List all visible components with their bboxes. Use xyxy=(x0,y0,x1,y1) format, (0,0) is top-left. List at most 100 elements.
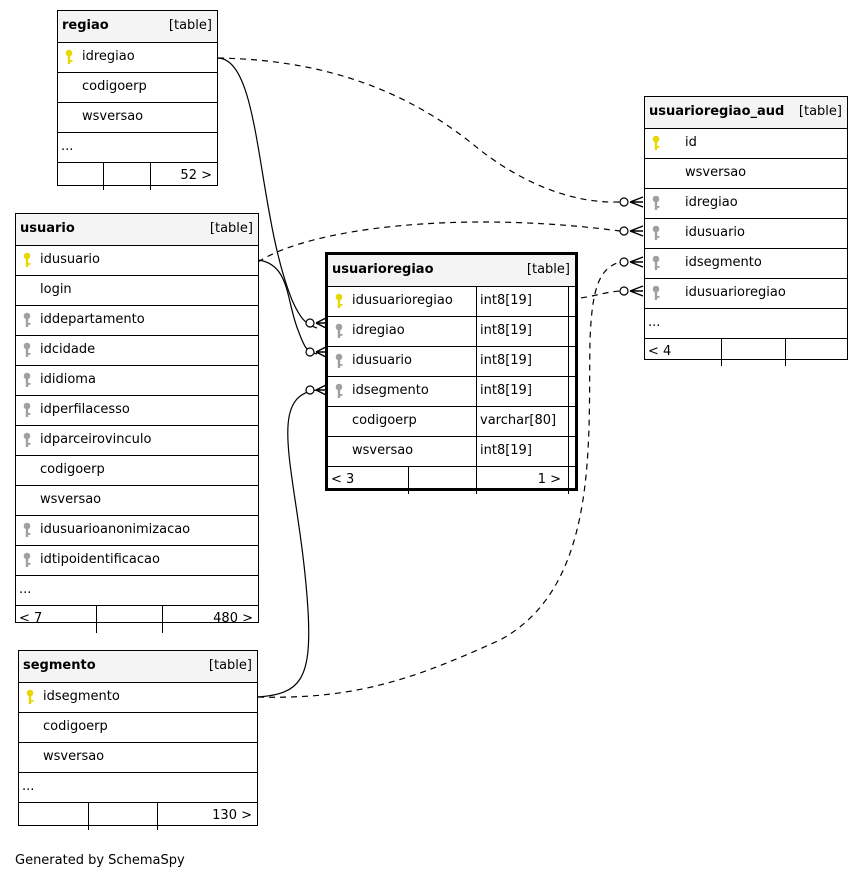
foreign-key-icon xyxy=(22,342,32,358)
table-footer: < 4 xyxy=(645,339,847,366)
column-type: int8[19] xyxy=(480,293,532,308)
column-row[interactable]: idusuario xyxy=(645,219,847,249)
column-name: idperfilacesso xyxy=(40,402,130,417)
column-type: int8[19] xyxy=(480,443,532,458)
foreign-key-icon xyxy=(651,255,661,271)
table-name: usuarioregiao xyxy=(332,262,434,277)
table-type: [table] xyxy=(168,18,212,33)
column-name: idusuarioanonimizacao xyxy=(40,522,191,537)
column-row[interactable]: idsegmento xyxy=(645,249,847,279)
column-type: int8[19] xyxy=(480,383,532,398)
foreign-key-icon xyxy=(334,353,344,369)
column-name: idsegmento xyxy=(43,689,120,704)
column-row[interactable]: iddepartamento xyxy=(16,306,258,336)
foreign-key-icon xyxy=(334,323,344,339)
primary-key-icon xyxy=(334,293,344,309)
column-row[interactable]: idregiao xyxy=(58,43,217,73)
column-row[interactable]: idsegmento xyxy=(19,683,257,713)
table-header: segmento [table] xyxy=(19,651,257,683)
table-segmento[interactable]: segmento [table] idsegmento codigoerp ws… xyxy=(18,650,258,830)
table-footer: 130 > xyxy=(19,803,257,830)
column-row[interactable]: codigoerp xyxy=(58,73,217,103)
table-header: usuarioregiao [table] xyxy=(328,255,575,287)
column-name: idregiao xyxy=(82,49,135,64)
column-row[interactable]: idperfilacesso xyxy=(16,396,258,426)
column-name: codigoerp xyxy=(43,719,108,734)
more-columns: ... xyxy=(58,133,217,163)
column-row[interactable]: idusuarioregiao xyxy=(645,279,847,309)
column-row[interactable]: codigoerp xyxy=(16,456,258,486)
column-type: int8[19] xyxy=(480,323,532,338)
column-row[interactable]: id xyxy=(645,129,847,159)
more-columns: ... xyxy=(16,576,258,606)
link-usuario-usuarioregiao xyxy=(257,259,318,355)
column-name: idparceirovinculo xyxy=(40,432,152,447)
table-header: usuarioregiao_aud [table] xyxy=(645,97,847,129)
foreign-key-icon xyxy=(22,522,32,538)
column-row[interactable]: idcidade xyxy=(16,336,258,366)
primary-key-icon xyxy=(64,49,74,65)
column-name: wsversao xyxy=(40,492,102,507)
parents-count[interactable]: < 3 xyxy=(331,472,355,487)
table-name: regiao xyxy=(62,18,109,33)
column-name: id xyxy=(685,135,697,150)
children-count[interactable]: 130 > xyxy=(212,808,252,823)
column-row[interactable]: wsversao xyxy=(19,743,257,773)
link-segmento-usuarioregiao xyxy=(257,389,318,698)
children-count[interactable]: 52 > xyxy=(180,168,212,183)
column-row[interactable]: codigoerp xyxy=(19,713,257,743)
children-count[interactable]: 480 > xyxy=(213,611,253,626)
foreign-key-icon xyxy=(334,383,344,399)
column-row[interactable]: ididioma xyxy=(16,366,258,396)
children-count[interactable]: 1 > xyxy=(537,472,561,487)
link-usuario-aud xyxy=(257,221,621,263)
table-type: [table] xyxy=(526,262,570,277)
column-row[interactable]: idusuario int8[19] xyxy=(328,347,575,377)
parents-count[interactable]: < 7 xyxy=(19,611,43,626)
foreign-key-icon xyxy=(22,402,32,418)
column-row[interactable]: idregiao xyxy=(645,189,847,219)
column-name: idusuario xyxy=(685,225,745,240)
column-name: idsegmento xyxy=(352,383,429,398)
column-type: int8[19] xyxy=(480,353,532,368)
generator-credit: Generated by SchemaSpy xyxy=(15,853,185,868)
column-row[interactable]: wsversao xyxy=(645,159,847,189)
foreign-key-icon xyxy=(22,312,32,328)
column-name: wsversao xyxy=(43,749,105,764)
column-row[interactable]: idusuario xyxy=(16,246,258,276)
column-name: iddepartamento xyxy=(40,312,145,327)
column-row[interactable]: idsegmento int8[19] xyxy=(328,377,575,407)
table-name: segmento xyxy=(23,658,96,673)
column-row[interactable]: idtipoidentificacao xyxy=(16,546,258,576)
column-row[interactable]: login xyxy=(16,276,258,306)
table-footer: < 3 1 > xyxy=(328,467,575,494)
foreign-key-icon xyxy=(22,432,32,448)
column-row[interactable]: idusuarioanonimizacao xyxy=(16,516,258,546)
parents-count[interactable]: < 4 xyxy=(648,344,672,359)
link-regiao-aud xyxy=(217,57,621,203)
link-regiao-usuarioregiao xyxy=(217,57,318,329)
column-row[interactable]: wsversao xyxy=(58,103,217,133)
foreign-key-icon xyxy=(651,285,661,301)
table-regiao[interactable]: regiao [table] idregiao codigoerp wsvers… xyxy=(57,10,218,190)
column-name: codigoerp xyxy=(82,79,147,94)
foreign-key-icon xyxy=(22,372,32,388)
column-row[interactable]: wsversao xyxy=(16,486,258,516)
table-usuarioregiao-aud[interactable]: usuarioregiao_aud [table] id wsversao id… xyxy=(644,96,848,366)
table-usuario[interactable]: usuario [table] idusuario login iddepart… xyxy=(15,213,259,633)
column-name: idusuario xyxy=(352,353,412,368)
foreign-key-icon xyxy=(651,225,661,241)
table-header: regiao [table] xyxy=(58,11,217,43)
column-name: idusuarioregiao xyxy=(685,285,786,300)
table-footer: < 7 480 > xyxy=(16,606,258,633)
column-name: idregiao xyxy=(685,195,738,210)
table-type: [table] xyxy=(798,104,842,119)
primary-key-icon xyxy=(22,252,32,268)
column-name: codigoerp xyxy=(40,462,105,477)
column-row[interactable]: idparceirovinculo xyxy=(16,426,258,456)
